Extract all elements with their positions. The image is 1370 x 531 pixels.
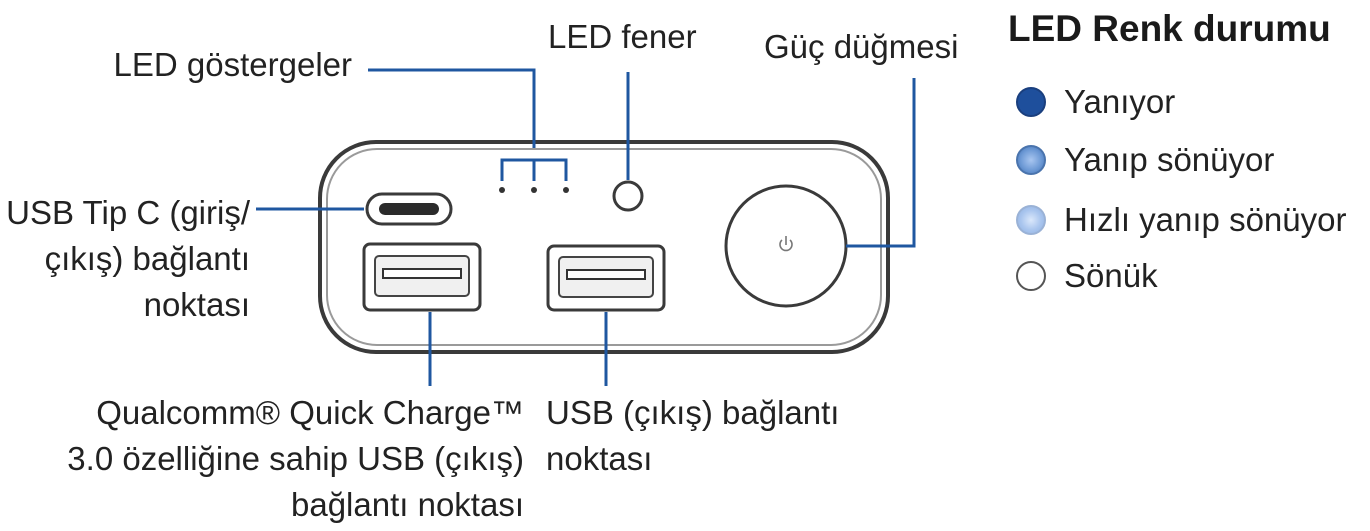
callout-led-indicator-bracket — [500, 158, 568, 181]
legend-item-fast-blinking: Hızlı yanıp sönüyor — [1016, 198, 1346, 242]
label-qc-line-2: 3.0 özelliğine sahip USB (çıkış) — [67, 440, 524, 477]
power-icon — [779, 236, 793, 252]
callout-led-indicators — [368, 68, 536, 148]
legend-label-off: Sönük — [1064, 257, 1158, 294]
usb-a-qc-port — [362, 242, 482, 312]
label-usb-c-line-1: USB Tip C (giriş/ — [6, 194, 250, 231]
legend-title: LED Renk durumu — [1008, 8, 1331, 49]
label-usb-out-line-2: noktası — [546, 440, 653, 477]
label-usb-out: USB (çıkış) bağlantı noktası — [546, 390, 839, 482]
label-qc-line-1: Qualcomm® Quick Charge™ — [96, 394, 524, 431]
label-power-button: Güç düğmesi — [764, 28, 959, 65]
legend-swatch-solid-icon — [1016, 87, 1046, 117]
legend-label-fast-blinking: Hızlı yanıp sönüyor — [1064, 201, 1347, 238]
usb-a-out-port — [546, 244, 666, 312]
legend-label-blinking: Yanıp sönüyor — [1064, 141, 1275, 178]
callout-lines — [256, 68, 916, 386]
legend-label-solid: Yanıyor — [1064, 83, 1176, 120]
label-qc-port: Qualcomm® Quick Charge™ 3.0 özelliğine s… — [67, 390, 524, 528]
power-bank-diagram — [256, 68, 916, 386]
label-usb-c: USB Tip C (giriş/ çıkış) bağlantı noktas… — [6, 190, 250, 328]
legend-item-blinking: Yanıp sönüyor — [1016, 138, 1274, 182]
legend-swatch-blinking-icon — [1016, 145, 1046, 175]
legend-item-solid: Yanıyor — [1016, 80, 1175, 124]
label-led-flashlight: LED fener — [548, 18, 697, 55]
label-led-indicators: LED göstergeler — [113, 46, 352, 83]
power-button — [724, 184, 848, 308]
label-usb-c-line-2: çıkış) bağlantı — [44, 240, 250, 277]
usb-c-port — [365, 192, 453, 226]
label-usb-out-line-1: USB (çıkış) bağlantı — [546, 394, 840, 431]
led-flashlight — [612, 180, 644, 212]
label-qc-line-3: bağlantı noktası — [291, 486, 524, 523]
legend-item-off: Sönük — [1016, 254, 1158, 298]
label-usb-c-line-3: noktası — [143, 286, 250, 323]
legend-swatch-off-icon — [1016, 261, 1046, 291]
legend-swatch-fast-blinking-icon — [1016, 205, 1046, 235]
callout-power-button — [846, 78, 916, 248]
led-indicator-dots — [499, 187, 569, 193]
